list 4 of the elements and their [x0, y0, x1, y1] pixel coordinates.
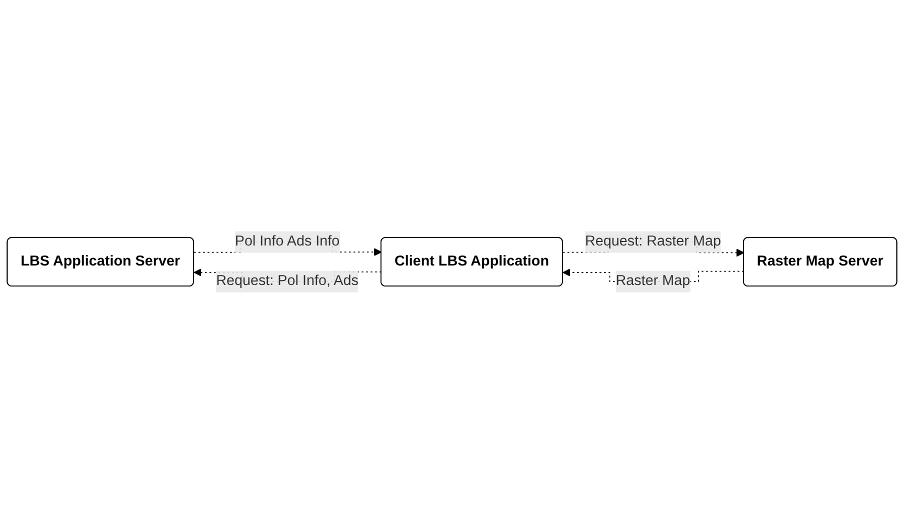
edge-label: Pol Info Ads Info [234, 234, 340, 250]
edge-label: Request: Raster Map [584, 234, 721, 250]
edge-label: Request: Pol Info, Ads [216, 274, 358, 289]
edge-label: Raster Map [616, 274, 690, 289]
